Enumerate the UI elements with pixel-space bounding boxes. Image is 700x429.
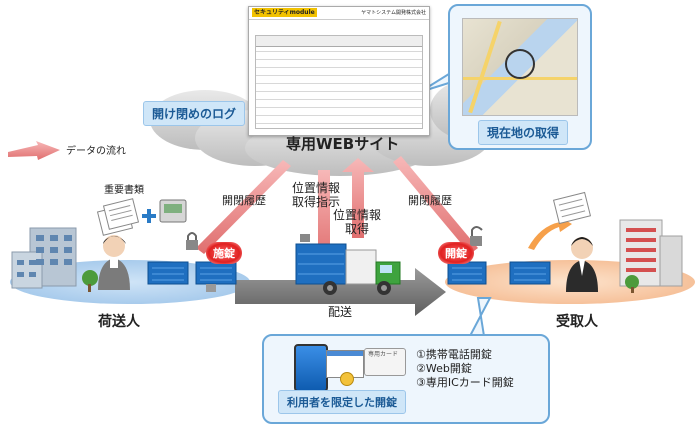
website-table (255, 35, 423, 129)
flow-label-mid1-line1: 位置情報 (292, 181, 341, 195)
map-label: 現在地の取得 (478, 120, 569, 145)
flow-arrow-left (196, 160, 291, 254)
key-icon (340, 372, 354, 386)
extract-arrow-icon (528, 216, 572, 250)
unlock-badge: 開錠 (438, 242, 474, 264)
flow-arrow-right (393, 156, 478, 254)
document-icon (96, 198, 140, 236)
legend-arrow-icon (8, 141, 60, 160)
unlock-method-item: ②Web開錠 (416, 362, 472, 375)
receiver-building (619, 219, 683, 293)
lock-badge: 施錠 (206, 242, 242, 264)
locked-box-icon (195, 261, 237, 292)
security-device-icon (159, 199, 187, 223)
location-circle (505, 49, 535, 79)
unlock-methods-callout: 専用カード ①携帯電話開錠 ②Web開錠 ③専用ICカード開錠 利用者を限定した… (262, 334, 550, 424)
unlocked-box-icon (447, 226, 487, 285)
flow-arrow-mid1 (308, 170, 340, 262)
unlock-callout-tail (468, 297, 492, 337)
ic-card-icon: 専用カード (364, 348, 406, 376)
secure-box-icon (147, 261, 189, 285)
open-box-icon (509, 261, 551, 285)
map-callout: 現在地の取得 (448, 4, 592, 150)
website-window: セキュリティmodule ヤマトシステム開発株式会社 開け閉めのログ (143, 6, 430, 136)
map-image (462, 18, 578, 116)
receiver-person (566, 237, 598, 292)
website-header: セキュリティmodule ヤマトシステム開発株式会社 (249, 7, 429, 20)
legend-label: データの流れ (66, 146, 126, 157)
flow-label-mid2-line1: 位置情報 (333, 208, 382, 222)
padlock-icon (186, 232, 198, 250)
log-tag: 開け閉めのログ (143, 101, 246, 126)
flow-label-left: 開閉履歴 (222, 194, 266, 207)
company-logo: ヤマトシステム開発株式会社 (361, 10, 426, 16)
website-title: 専用WEBサイト (286, 135, 400, 153)
restricted-unlock-tag: 利用者を限定した開錠 (278, 390, 406, 414)
unlock-method-list: ①携帯電話開錠 ②Web開錠 ③専用ICカード開錠 (416, 348, 514, 390)
flow-arrow-mid2 (342, 158, 374, 238)
unlock-method-item: ③専用ICカード開錠 (416, 376, 514, 389)
map-road (468, 20, 502, 114)
phone-icon (294, 344, 328, 392)
delivery-label: 配送 (328, 305, 353, 319)
ic-card-label: 専用カード (368, 351, 399, 358)
sender-person (98, 235, 130, 290)
sender-building (11, 227, 98, 292)
received-document-icon (552, 191, 592, 225)
flow-label-mid1-line2: 取得指示 (292, 195, 341, 209)
unlock-method-item: ①携帯電話開錠 (416, 348, 492, 361)
sender-label: 荷送人 (98, 314, 140, 330)
flow-label-right: 開閉履歴 (408, 194, 452, 207)
flow-label-mid2-line2: 取得 (345, 222, 370, 236)
receiver-label: 受取人 (556, 314, 598, 330)
table-header-band (256, 36, 422, 47)
document-label: 重要書類 (104, 185, 144, 196)
delivery-truck (295, 234, 401, 295)
security-module-logo: セキュリティmodule (252, 8, 317, 17)
plus-icon (142, 209, 156, 223)
